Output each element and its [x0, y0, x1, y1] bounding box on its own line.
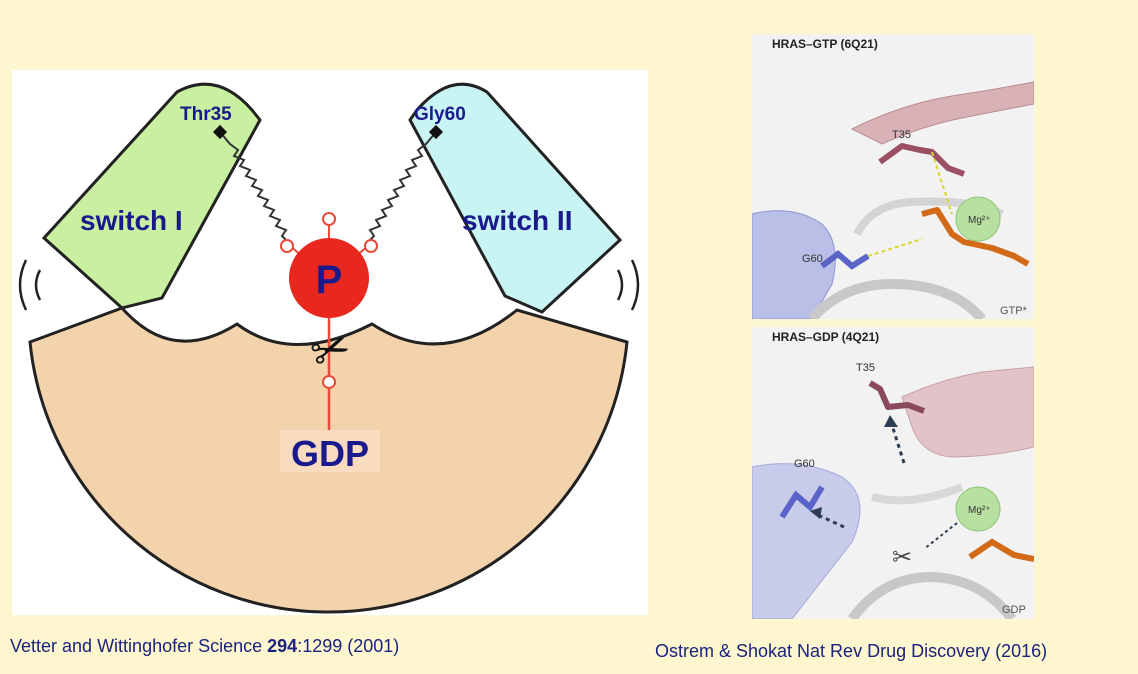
gdp-ligand — [968, 538, 1035, 562]
g60-residue-bottom — [779, 485, 825, 519]
hras-gtp-structure-panel: HRAS–GTP (6Q21) T35 G60 Mg²⁺ GTP* — [751, 34, 1035, 323]
oxygen-top — [322, 212, 336, 226]
citation-ostrem: Ostrem & Shokat Nat Rev Drug Discovery (… — [655, 641, 1048, 661]
loop-gray — [808, 278, 986, 323]
g60-residue — [820, 250, 870, 270]
ribbon-pink-bottom — [901, 366, 1035, 458]
gtp-label: GTP* — [1000, 305, 1028, 317]
ras-switch-schematic: Thr35 Gly60 switch I switch II P GDP ✂ — [12, 70, 648, 615]
gdp-label-bg — [280, 430, 380, 472]
hbond-2 — [867, 238, 923, 257]
citation-vetter-suffix: :1299 (2001) — [297, 636, 400, 656]
arrow-t35-head — [884, 415, 898, 427]
oxygen-left — [280, 239, 294, 253]
switch-i-lobe — [41, 82, 262, 310]
arrow-t35 — [890, 424, 906, 464]
ribbon-pink — [850, 81, 1035, 145]
motion-arc-right-inner — [616, 269, 624, 301]
t35-residue — [878, 143, 966, 177]
phosphate-label: P — [316, 258, 343, 302]
hras-gdp-title: HRAS–GDP (4Q21) — [772, 330, 879, 344]
arrow-g60-head — [810, 507, 822, 519]
citation-vetter-prefix: Vetter and Wittinghofer Science — [10, 636, 268, 656]
loop-gray-bottom-2 — [871, 483, 964, 505]
hydrolysis-line — [923, 522, 958, 550]
gly60-label: Gly60 — [414, 104, 466, 125]
oxygen-bridge — [322, 375, 336, 389]
t35-label-bottom: T35 — [856, 362, 875, 374]
citation-vetter-volume: 294 — [267, 636, 298, 656]
mg-label-bottom: Mg²⁺ — [968, 505, 991, 516]
switch-ii-lobe — [408, 82, 623, 314]
switch-i-label: switch I — [80, 205, 183, 236]
phosphate-circle — [289, 238, 369, 318]
thr35-label: Thr35 — [180, 104, 232, 125]
switch-ii-label: switch II — [462, 205, 572, 236]
motion-arc-left-outer — [18, 259, 28, 311]
oxygen-right — [364, 239, 378, 253]
gdp-label-right: GDP — [1002, 604, 1026, 616]
motion-arc-left-inner — [34, 269, 42, 301]
mg-ion — [955, 196, 1001, 242]
mg-label-top: Mg²⁺ — [968, 215, 991, 226]
gtp-ligand — [921, 207, 1030, 267]
hras-gdp-structure-image: HRAS–GDP (4Q21) T35 G60 Mg²⁺ GDP ✂ — [751, 330, 1035, 623]
ribbon-blue-bottom — [751, 463, 861, 620]
citation-vetter: Vetter and Wittinghofer Science 294:1299… — [10, 636, 399, 657]
hras-gdp-structure-panel: HRAS–GDP (4Q21) T35 G60 Mg²⁺ GDP ✂ — [751, 327, 1035, 623]
spring-gly60 — [367, 131, 437, 243]
gly60-anchor — [428, 124, 444, 140]
scissors-icon-small: ✂ — [892, 544, 912, 571]
t35-label-top: T35 — [892, 129, 911, 141]
t35-residue-bottom — [868, 380, 926, 414]
gdp-label: GDP — [291, 433, 369, 474]
ribbon-blue — [751, 210, 836, 320]
mg-ion-bottom — [955, 486, 1001, 532]
g60-label-bottom: G60 — [794, 458, 815, 470]
schematic-diagram: Thr35 Gly60 switch I switch II P GDP ✂ — [18, 82, 640, 614]
loop-gray-bottom — [847, 571, 1016, 623]
g60-label-top: G60 — [802, 253, 823, 265]
motion-arc-right-outer — [630, 259, 640, 311]
hbond-1 — [931, 151, 953, 215]
hras-gtp-structure-image: HRAS–GTP (6Q21) T35 G60 Mg²⁺ GTP* — [751, 37, 1035, 323]
spring-thr35 — [219, 131, 289, 243]
hras-gtp-title: HRAS–GTP (6Q21) — [772, 37, 878, 51]
